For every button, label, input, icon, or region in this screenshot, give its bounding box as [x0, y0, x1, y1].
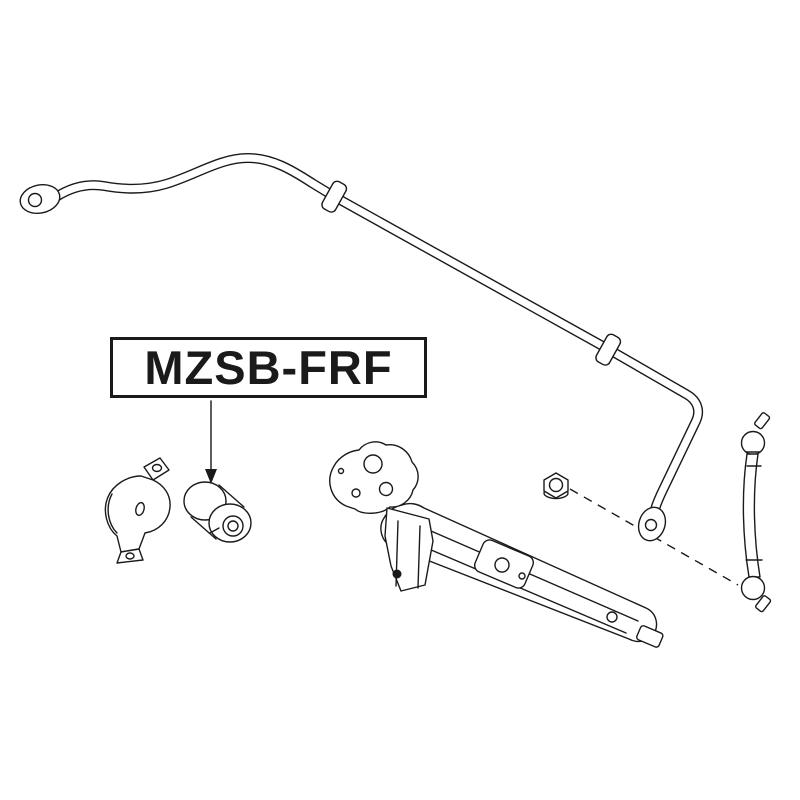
crossmember-drawing	[329, 441, 664, 648]
beam-flange	[473, 539, 535, 589]
bushing-bracket-drawing	[104, 457, 171, 564]
part-label: MZSB-FRF	[144, 341, 393, 394]
bar-eyelet-left	[19, 183, 61, 215]
mounting-nut-drawing	[543, 472, 569, 500]
stabilizer-link-drawing	[740, 412, 772, 613]
bolt-dot	[392, 569, 402, 579]
mount-plate	[329, 441, 419, 514]
stabilizer-bar-drawing	[19, 153, 704, 526]
bar-collar-right	[595, 333, 622, 366]
bar-eyelet-right	[637, 506, 667, 542]
part-label-box: MZSB-FRF	[110, 337, 427, 398]
hanging-bracket	[384, 507, 434, 592]
label-leader-arrow	[205, 400, 217, 484]
bar-collar-left	[321, 180, 348, 213]
stabilizer-bushing-drawing	[183, 481, 252, 543]
